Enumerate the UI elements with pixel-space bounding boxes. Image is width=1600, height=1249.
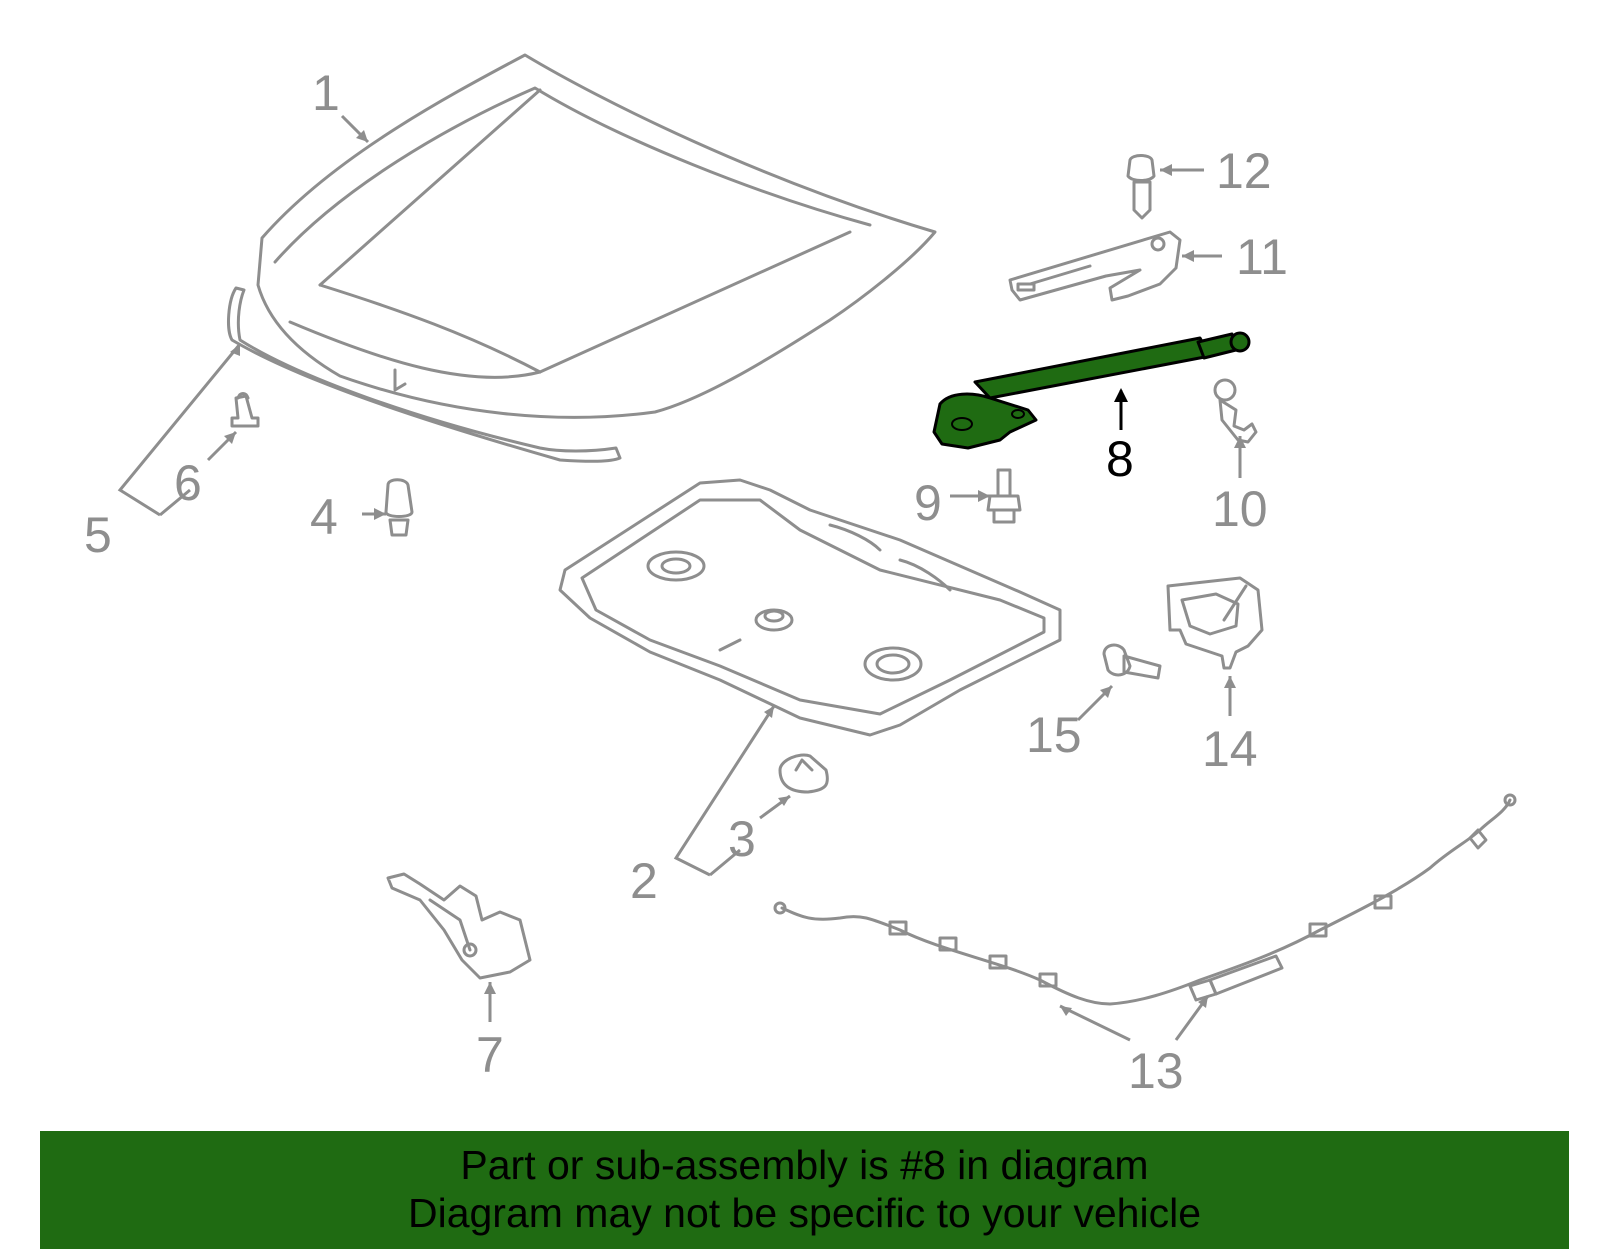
callout-6: 6: [174, 455, 202, 511]
info-banner: Part or sub-assembly is #8 in diagram Di…: [40, 1131, 1569, 1249]
weatherstrip-seal: [227, 286, 622, 463]
callout-1: 1: [312, 65, 340, 121]
hood-panel: [256, 53, 937, 419]
callout-13: 13: [1128, 1043, 1184, 1099]
callout-15: 15: [1026, 707, 1082, 763]
ball-stud-10: [1213, 378, 1258, 444]
bolt-15: [1102, 643, 1162, 680]
clip-3: [778, 753, 829, 794]
hood-insulator: [558, 478, 1062, 737]
hood-hinge-11: [1008, 230, 1182, 302]
callout-14: 14: [1202, 721, 1258, 777]
hood-lift-support-8: [932, 331, 1251, 450]
leader-lines: [117, 114, 1242, 1042]
banner-line-2: Diagram may not be specific to your vehi…: [407, 1190, 1201, 1236]
parts-diagram: 1 2 3 4 5 6 7 8 9 10 11 12 13 14 15: [84, 53, 1517, 1099]
callout-5: 5: [84, 507, 112, 563]
bumper-stop-4: [384, 478, 414, 537]
callout-2: 2: [630, 853, 658, 909]
banner-line-1: Part or sub-assembly is #8 in diagram: [460, 1142, 1149, 1188]
callout-4: 4: [310, 489, 338, 545]
clip-6: [230, 392, 260, 428]
callout-8: 8: [1106, 431, 1134, 487]
release-cable-13: [773, 793, 1517, 1006]
bolt-12: [1126, 154, 1156, 220]
callout-10: 10: [1212, 481, 1268, 537]
hood-latch-7: [386, 872, 532, 980]
callout-12: 12: [1216, 143, 1272, 199]
callout-3: 3: [728, 811, 756, 867]
callout-9: 9: [914, 475, 942, 531]
callout-11: 11: [1236, 229, 1288, 285]
callout-7: 7: [476, 1027, 504, 1083]
bolt-9: [986, 468, 1022, 524]
leader-arrowheads: [224, 130, 1246, 1016]
bracket-14: [1166, 576, 1264, 670]
